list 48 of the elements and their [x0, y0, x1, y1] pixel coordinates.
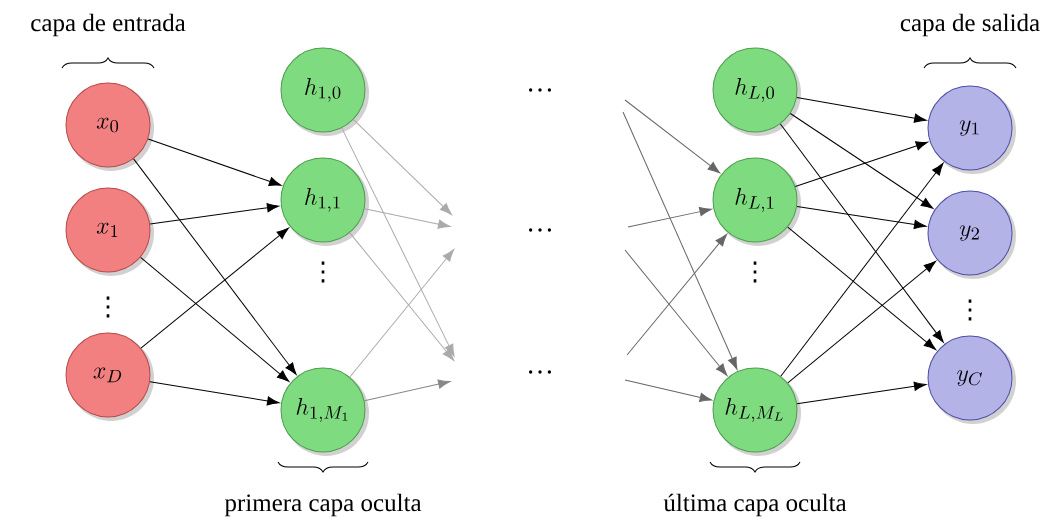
arrow: [624, 249, 728, 376]
arrow: [364, 208, 451, 229]
arrow: [133, 158, 297, 375]
arrow: [787, 260, 937, 384]
output-neuron: $y_C$: [927, 335, 1016, 424]
arrow: [624, 379, 712, 402]
hidden-neuron: $h_{1,M_1}$: [280, 367, 369, 456]
arrow: [149, 203, 280, 225]
vertical-ellipsis: ⋮: [968, 299, 972, 321]
arrow: [622, 111, 738, 370]
arrow: [789, 113, 934, 209]
layer-label: capa de salida: [900, 13, 1040, 37]
ellipsis: …: [529, 88, 552, 92]
arrow: [349, 232, 455, 361]
arrow: [796, 96, 927, 123]
arrow: [149, 381, 280, 406]
input-neuron: $x_D$: [65, 332, 154, 421]
input-neuron: $x_0$: [65, 82, 154, 171]
hidden-neuron: $h_{L,0}$: [712, 47, 801, 136]
arrow: [341, 127, 455, 357]
hidden-neuron: $h_{L,1}$: [712, 157, 801, 246]
arrow: [787, 226, 937, 350]
arrow: [780, 163, 944, 377]
hidden-neuron: $h_{1,1}$: [280, 157, 369, 246]
input-neuron: $x_1$: [65, 187, 154, 276]
output-neuron: $y_1$: [927, 85, 1016, 174]
arrow: [349, 249, 455, 378]
ellipsis: …: [529, 370, 552, 374]
layer-label: última capa oculta: [663, 493, 847, 517]
arrow: [147, 138, 282, 186]
arrow: [796, 205, 927, 230]
hidden-neuron: $h_{1,0}$: [280, 47, 369, 136]
arrow: [140, 227, 289, 349]
arrow: [794, 141, 929, 187]
arrow: [796, 381, 927, 405]
layer-label: capa de entrada: [31, 13, 186, 37]
arrow: [140, 256, 290, 382]
ellipsis: …: [529, 228, 552, 232]
output-neuron: $y_2$: [927, 190, 1016, 279]
hidden-neuron: $h_{L,M_L}$: [712, 367, 801, 456]
arrow: [627, 207, 712, 228]
arrow: [353, 119, 452, 215]
arrow: [624, 99, 721, 174]
vertical-ellipsis: ⋮: [106, 296, 110, 318]
arrow: [364, 379, 451, 402]
layer-label: primera capa oculta: [224, 493, 422, 517]
arrow: [779, 123, 944, 343]
arrow: [626, 233, 728, 356]
